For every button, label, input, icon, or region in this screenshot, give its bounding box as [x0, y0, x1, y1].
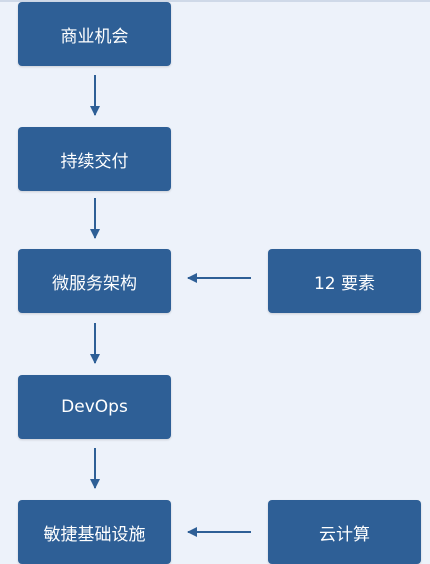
box-label: 微服务架构 [52, 273, 137, 294]
box-label: DevOps [61, 397, 128, 417]
box-devops: DevOps [18, 375, 171, 439]
top-border-line [0, 0, 430, 2]
box-continuous-delivery: 持续交付 [18, 127, 171, 191]
box-business-opportunity: 商业机会 [18, 2, 171, 66]
box-label: 持续交付 [60, 151, 129, 172]
box-agile-infrastructure: 敏捷基础设施 [18, 500, 171, 564]
box-label: 敏捷基础设施 [43, 524, 146, 545]
box-label: 12 要素 [313, 273, 376, 294]
box-label: 商业机会 [60, 26, 129, 47]
box-label: 云计算 [319, 524, 370, 545]
box-cloud-computing: 云计算 [268, 500, 421, 564]
box-twelve-factor: 12 要素 [268, 249, 421, 313]
box-microservices: 微服务架构 [18, 249, 171, 313]
